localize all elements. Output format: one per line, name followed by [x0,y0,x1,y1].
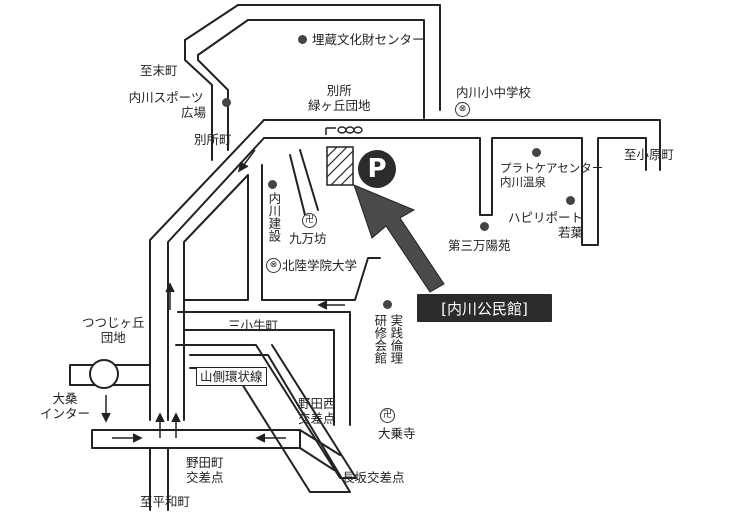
label-uchikawa-sports-line2: 広場 [181,105,207,120]
daijoji-temple-icon: 卍 [380,408,395,423]
uchikawa-kensetsu-dot [268,180,277,189]
label-nodamachi: 野田町 交差点 [186,455,224,485]
label-tsutsuji-line1: つつじヶ丘 [82,315,145,330]
plata-dot [532,148,541,157]
label-uchikawa-sports-line1: 内川スポーツ [128,90,204,105]
road-main-east [263,119,661,246]
road-block-inner [183,164,263,421]
label-kenkyu-2: 実践倫理 [388,314,404,364]
bus-stop-marker [337,126,347,134]
road-hokuriku [261,257,381,301]
label-tsutsuji-line2: 団地 [100,330,126,345]
arrow-diag-1 [237,149,256,173]
arrow-up-3 [171,412,181,438]
label-daijoji: 大乗寺 [378,426,416,441]
road-block-left [183,174,249,301]
label-hokuriku-univ: 北陸学院大学 [282,258,358,273]
happy-dot [566,196,575,205]
label-nodanishi-line1: 野田西 [298,396,336,411]
arrow-up-1 [165,282,175,310]
label-nodamachi-line2: 交差点 [186,470,224,485]
uchikawa-school-icon: ⊗ [455,102,470,117]
label-daisou-line2: インター [40,406,91,421]
road-suemachi [184,4,249,56]
label-nodanishi: 野田西 交差点 [298,396,336,426]
label-maizo: 埋蔵文化財センター [312,32,425,47]
road-sankogi [177,311,351,426]
label-hiraomachi: 至平和町 [140,494,191,509]
label-plata-line1: プラトケアセンター [500,161,604,175]
arrow-right-1 [112,433,143,443]
label-kenkyu-1: 研修会館 [372,314,388,364]
label-nodamachi-line1: 野田町 [186,455,224,470]
road-south [149,447,169,511]
hall-entrance-marker [325,127,336,135]
label-bessho: 別所 緑ヶ丘団地 [308,83,371,113]
destination-pointer-arrow [353,184,445,293]
label-kohara: 至小原町 [624,147,675,162]
road-suemachi-down [184,39,229,161]
label-tsutsuji: つつじヶ丘 団地 [82,315,145,345]
parking-icon: P [358,150,396,188]
label-suemachi: 至末町 [140,63,178,78]
label-uchikawa-sports: 内川スポーツ 広場 [126,90,206,120]
label-daisou-line1: 大桑 [52,391,78,406]
label-nagasaka: 長坂交差点 [342,470,405,485]
label-uchikawa-kensetsu: 内川建設 [266,192,282,242]
label-daisou: 大桑 インター [40,391,90,421]
label-bessho-line1: 別所 [326,83,352,98]
label-besshomachi: 別所町 [194,132,232,147]
label-happy-line1: ハピリポート [508,210,584,225]
label-bessho-line2: 緑ヶ丘団地 [308,98,371,113]
road-lower [91,429,301,449]
maizo-dot [298,35,307,44]
destination-callout: [内川公民館] [417,294,552,322]
label-daisan: 第三万陽苑 [448,238,511,253]
road-nagasaka [299,429,341,471]
kumanbo-temple-icon: 卍 [302,213,317,228]
arrow-left-2 [317,300,345,310]
daisou-interchange-circle [89,359,119,389]
kenkyu-dot [383,300,392,309]
daisan-dot [480,222,489,231]
road-top-north [237,4,441,119]
label-yamagawa-loop: 山側環状線 [196,367,267,386]
road-kumanbo [289,149,319,216]
road-daisou [69,364,151,386]
arrow-down-1 [101,395,111,423]
arrow-left-1 [255,433,286,443]
label-plata-line2: 内川温泉 [500,174,546,189]
label-nodanishi-line2: 交差点 [298,411,336,426]
label-uchikawa-school: 内川小中学校 [456,85,532,100]
arrow-up-2 [155,412,165,438]
uchikawa-sports-dot [222,98,231,107]
label-happy-line2: 若葉 [558,225,584,240]
hokuriku-school-icon: ⊗ [266,258,281,273]
label-plata: プラトケアセンター 内川温泉 [500,161,604,190]
road-diagonal [149,119,265,421]
label-sankogimachi: 三小牛町 [228,318,279,333]
label-kumanbo: 九万坊 [289,231,327,246]
label-happy: ハピリポート 若葉 [508,210,583,240]
